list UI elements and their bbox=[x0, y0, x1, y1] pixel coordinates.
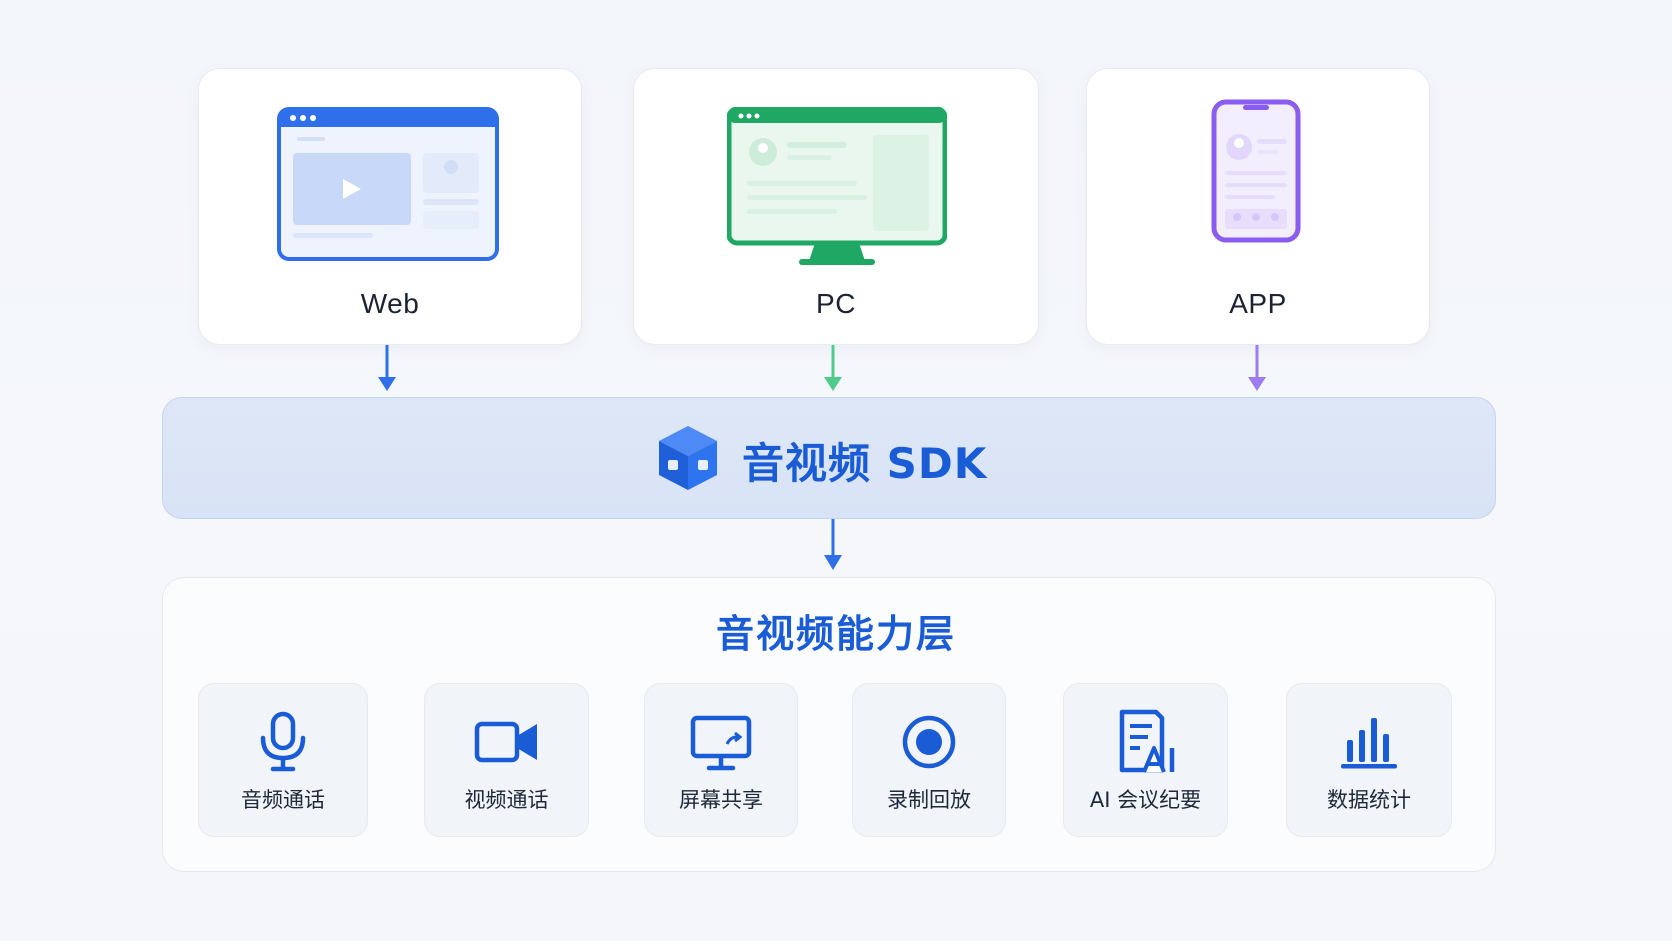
app-to-sdk-arrow bbox=[1248, 345, 1266, 391]
ai-document-icon bbox=[1119, 709, 1174, 773]
feature-video-call[interactable]: 视频通话 bbox=[424, 683, 589, 837]
mobile-phone-icon bbox=[1211, 99, 1301, 243]
feature-data-statistics[interactable]: 数据统计 bbox=[1286, 683, 1452, 837]
feature-label: 屏幕共享 bbox=[679, 788, 763, 812]
sdk-to-layer-arrow bbox=[824, 519, 842, 570]
cube-icon bbox=[659, 426, 717, 490]
screen-share-icon bbox=[690, 715, 752, 771]
app-client-card: APP bbox=[1086, 68, 1430, 345]
desktop-monitor-icon bbox=[727, 107, 947, 265]
feature-record-playback[interactable]: 录制回放 bbox=[852, 683, 1006, 837]
feature-label: 视频通话 bbox=[464, 788, 549, 812]
web-label: Web bbox=[360, 288, 420, 319]
pc-client-card: PC bbox=[633, 68, 1039, 345]
capability-layer-panel bbox=[162, 577, 1496, 872]
feature-audio-call[interactable]: 音频通话 bbox=[198, 683, 368, 837]
feature-label: 数据统计 bbox=[1327, 788, 1411, 812]
app-label: APP bbox=[1229, 288, 1287, 319]
video-camera-icon bbox=[474, 721, 537, 763]
pc-label: PC bbox=[816, 288, 856, 319]
feature-label: 音频通话 bbox=[241, 788, 325, 812]
capability-layer-title: 音视频能力层 bbox=[715, 612, 956, 656]
feature-label: 录制回放 bbox=[887, 788, 971, 812]
feature-label: AI 会议纪要 bbox=[1089, 788, 1202, 812]
feature-ai-minutes[interactable]: AI 会议纪要 bbox=[1063, 683, 1228, 837]
web-client-card: Web bbox=[198, 68, 582, 345]
pc-to-sdk-arrow bbox=[824, 345, 842, 391]
microphone-icon bbox=[260, 711, 306, 772]
feature-screen-share[interactable]: 屏幕共享 bbox=[644, 683, 798, 837]
web-to-sdk-arrow bbox=[378, 345, 396, 391]
web-browser-icon bbox=[277, 107, 499, 261]
sdk-title: 音视频 SDK bbox=[742, 439, 988, 488]
record-icon bbox=[902, 715, 956, 769]
sdk-bar bbox=[162, 397, 1496, 519]
bar-chart-icon bbox=[1341, 718, 1397, 769]
